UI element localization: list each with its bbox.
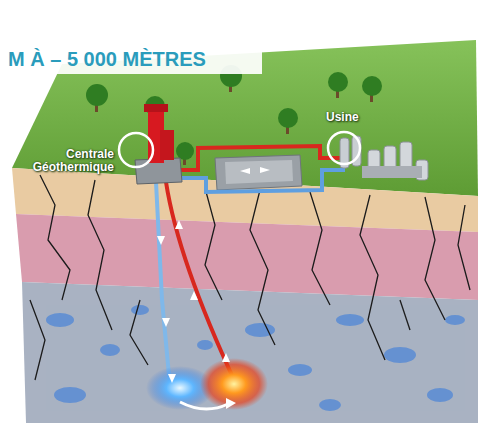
rock-blob	[197, 340, 213, 350]
crack	[400, 300, 410, 330]
plant-label: Centrale Géothermique	[14, 148, 114, 174]
injection-well	[156, 182, 170, 386]
crack	[205, 188, 222, 300]
tree-crown	[86, 84, 108, 106]
crack	[360, 195, 385, 360]
hot-zone	[200, 358, 268, 410]
plant-unit	[160, 130, 174, 160]
rock-blob	[336, 314, 364, 326]
well-arrows	[157, 220, 230, 383]
crack	[310, 192, 330, 305]
tree-crown	[362, 76, 382, 96]
cold-pipe	[178, 170, 345, 192]
up-arrow	[175, 220, 183, 229]
down-arrow	[162, 318, 170, 327]
crack	[30, 300, 45, 380]
exchanger-platform	[215, 155, 302, 190]
rock-blob	[427, 388, 453, 402]
rock-blob	[319, 399, 341, 411]
crack	[250, 190, 275, 345]
production-well	[166, 182, 236, 384]
hot-pipe	[178, 146, 345, 170]
rock-blob	[445, 315, 465, 325]
crack	[458, 205, 470, 290]
rock-blob	[54, 387, 86, 403]
pipe-arrows	[240, 167, 270, 174]
title-banner: M À – 5 000 MÈTRES	[0, 44, 262, 74]
flow-arrowhead	[226, 398, 236, 409]
down-arrow	[168, 374, 176, 383]
plant-circle	[119, 133, 153, 167]
rock-blob	[100, 344, 120, 356]
pipe-arrow	[260, 167, 270, 173]
crack	[40, 175, 70, 300]
flow-arrow	[180, 402, 228, 409]
pipe-arrow	[240, 168, 250, 174]
crack	[425, 197, 445, 320]
rock-blob	[131, 305, 149, 315]
tree-crown	[176, 142, 194, 160]
rock-blob	[288, 364, 312, 376]
up-arrow	[222, 353, 230, 362]
factory-base	[362, 166, 422, 178]
up-arrow	[190, 291, 198, 300]
crack	[88, 180, 112, 330]
exchanger-top	[225, 160, 293, 184]
factory-label: Usine	[326, 111, 386, 124]
tree-crown	[278, 108, 298, 128]
down-arrow	[157, 236, 165, 245]
cracks	[30, 175, 470, 380]
crack	[130, 300, 148, 365]
factory	[340, 136, 428, 180]
plant-tower-top	[144, 104, 168, 112]
rock-layer	[22, 282, 478, 423]
factory-circle	[328, 132, 360, 164]
rock-blob	[46, 313, 74, 327]
rock-blob	[384, 347, 416, 363]
tree-crown	[328, 72, 348, 92]
